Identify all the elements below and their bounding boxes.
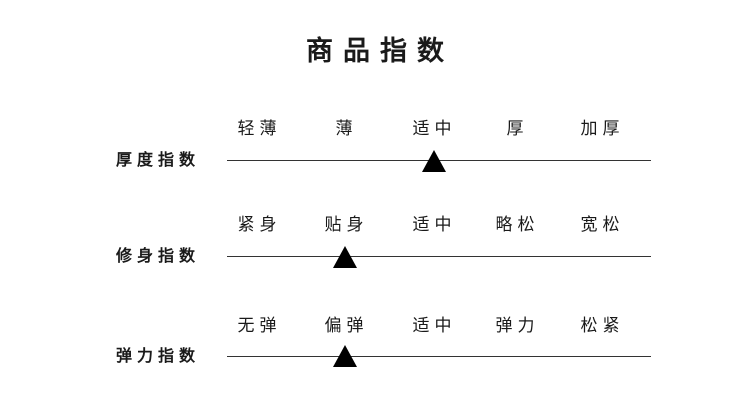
fit-index-row: 修身指数 紧身 贴身 适中 略松 宽松 xyxy=(0,214,750,284)
fit-option-3: 适中 xyxy=(412,215,457,235)
elasticity-option-3: 适中 xyxy=(412,316,457,336)
fit-scale-line xyxy=(227,256,651,257)
elasticity-option-2: 偏弹 xyxy=(324,316,369,336)
thickness-option-3: 适中 xyxy=(412,119,457,139)
elasticity-index-row: 弹力指数 无弹 偏弹 适中 弹力 松紧 xyxy=(0,315,750,385)
fit-index-label: 修身指数 xyxy=(116,246,201,265)
triangle-up-icon xyxy=(422,150,446,172)
triangle-up-icon xyxy=(333,345,357,367)
thickness-index-label: 厚度指数 xyxy=(116,150,201,169)
elasticity-scale-line xyxy=(227,356,651,357)
fit-option-1: 紧身 xyxy=(237,215,282,235)
thickness-option-5: 加厚 xyxy=(580,119,625,139)
elasticity-option-1: 无弹 xyxy=(237,316,282,336)
thickness-option-1: 轻薄 xyxy=(237,119,282,139)
elasticity-option-4: 弹力 xyxy=(495,316,540,336)
triangle-up-icon xyxy=(333,246,357,268)
page-title: 商品指数 xyxy=(306,36,454,67)
elasticity-index-label: 弹力指数 xyxy=(116,346,201,365)
fit-option-5: 宽松 xyxy=(580,215,625,235)
fit-option-4: 略松 xyxy=(495,215,540,235)
thickness-index-row: 厚度指数 轻薄 薄 适中 厚 加厚 xyxy=(0,118,750,188)
elasticity-option-5: 松紧 xyxy=(580,316,625,336)
thickness-option-4: 厚 xyxy=(506,119,529,139)
thickness-option-2: 薄 xyxy=(335,119,358,139)
fit-option-2: 贴身 xyxy=(324,215,369,235)
